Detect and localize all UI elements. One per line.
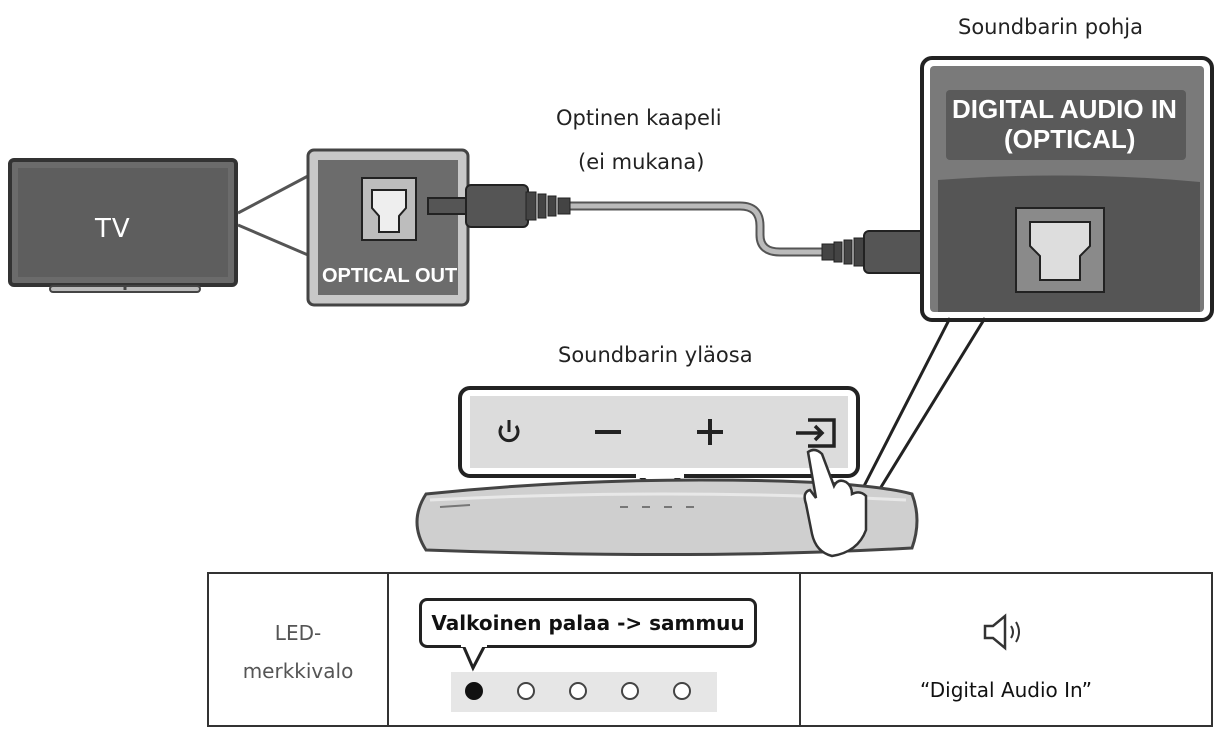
source-input-icon (796, 418, 836, 448)
speaker-icon (983, 613, 1020, 651)
tv-label: TV (95, 214, 131, 244)
led-indicator-5 (673, 682, 691, 700)
voice-prompt-text: “Digital Audio In” (919, 678, 1092, 702)
voice-cell: “Digital Audio In” (801, 574, 1211, 725)
led-label-cell: LED- merkkivalo (209, 574, 389, 725)
plus-icon (697, 419, 723, 445)
led-indicator-3 (569, 682, 587, 700)
led-status-table: LED- merkkivalo Valkoinen palaa -> sammu… (207, 572, 1213, 727)
led-label-line2: merkkivalo (242, 659, 354, 683)
bubble-pointer (461, 644, 487, 672)
led-label-line1: LED- (274, 621, 322, 645)
cable-label-line2: (ei mukana) (578, 150, 705, 174)
optical-out-label: OPTICAL OUT (322, 265, 458, 287)
led-indicator-1 (465, 682, 483, 700)
optical-cable (427, 184, 967, 274)
digital-audio-label-line2: (OPTICAL) (1004, 124, 1136, 154)
hand-pointer-icon (803, 448, 868, 558)
soundbar-bottom-title: Soundbarin pohja (958, 15, 1143, 39)
tv-icon (8, 158, 238, 293)
digital-audio-label-line1: DIGITAL AUDIO IN (952, 94, 1177, 124)
soundbar-top-title: Soundbarin yläosa (558, 343, 753, 367)
led-label: LED- merkkivalo (209, 614, 387, 690)
power-icon (498, 420, 520, 443)
led-status-bubble: Valkoinen palaa -> sammuu (419, 598, 757, 648)
led-strip (451, 672, 717, 712)
soundbar-bottom-panel (920, 56, 1214, 322)
led-indicator-2 (517, 682, 535, 700)
cable-label-line1: Optinen kaapeli (556, 106, 722, 130)
optical-out-panel (306, 148, 470, 307)
led-indicator-4 (621, 682, 639, 700)
led-indicator-cell: Valkoinen palaa -> sammuu (389, 574, 801, 725)
soundbar-top-panel (458, 386, 860, 497)
minus-icon (595, 430, 621, 434)
